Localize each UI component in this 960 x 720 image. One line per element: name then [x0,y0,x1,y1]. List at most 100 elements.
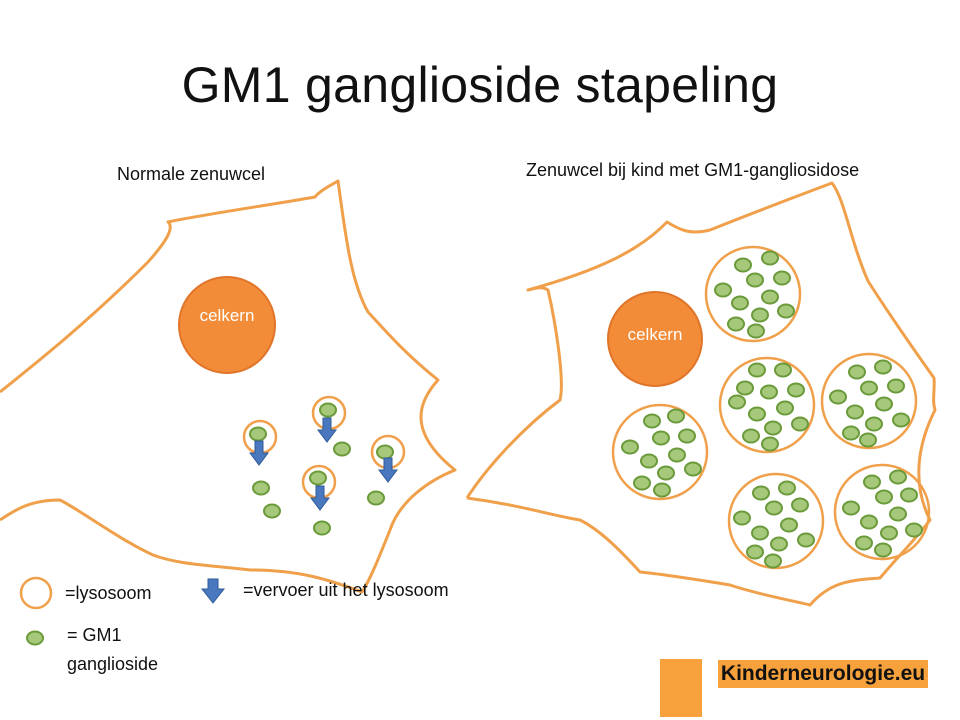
affected-neuron: celkern [465,181,937,607]
affected-neuron-membrane [465,181,937,607]
ganglioside [761,250,779,266]
ganglioside [748,406,766,422]
ganglioside [764,553,782,569]
swollen-lysosome [718,356,816,454]
ganglioside [859,432,877,448]
ganglioside [684,461,702,477]
ganglioside [252,480,270,496]
ganglioside [668,447,686,463]
legend-ganglioside-icon [26,630,44,646]
ganglioside [657,465,675,481]
ganglioside [747,323,765,339]
ganglioside [865,416,883,432]
ganglioside [791,416,809,432]
ganglioside [773,270,791,286]
ganglioside [333,441,351,457]
ganglioside [787,382,805,398]
ganglioside [764,420,782,436]
ganglioside [774,362,792,378]
ganglioside [621,439,639,455]
ganglioside [791,497,809,513]
ganglioside [731,295,749,311]
ganglioside [376,444,394,460]
ganglioside [889,469,907,485]
ganglioside [640,453,658,469]
ganglioside [714,282,732,298]
swollen-lysosome [820,352,918,450]
ganglioside [842,425,860,441]
ganglioside [367,490,385,506]
ganglioside [748,362,766,378]
ganglioside [846,404,864,420]
normal-nucleus-label: celkern [200,306,255,325]
ganglioside [633,475,651,491]
ganglioside [855,535,873,551]
ganglioside [829,389,847,405]
ganglioside [728,394,746,410]
ganglioside [760,384,778,400]
ganglioside [776,400,794,416]
transport-arrow [249,440,269,466]
legend-lysosome-icon [19,576,53,610]
ganglioside [874,359,892,375]
ganglioside [313,520,331,536]
ganglioside [652,430,670,446]
legend-lysosome-label: =lysosoom [65,583,152,603]
ganglioside [880,525,898,541]
ganglioside [875,489,893,505]
ganglioside [653,482,671,498]
ganglioside [860,514,878,530]
ganglioside [761,436,779,452]
ganglioside [860,380,878,396]
ganglioside [751,307,769,323]
ganglioside [746,272,764,288]
ganglioside [905,522,923,538]
ganglioside [863,474,881,490]
transport-arrow [317,417,337,443]
ganglioside [751,525,769,541]
affected-nucleus-label: celkern [628,325,683,344]
ganglioside [734,257,752,273]
normal-neuron-membrane [0,179,457,594]
ganglioside [736,380,754,396]
ganglioside [746,544,764,560]
normal-cell-heading: Normale zenuwcel [117,164,266,184]
legend-transport-label: =vervoer uit het lysosoom [243,580,449,600]
ganglioside [797,532,815,548]
ganglioside [319,402,337,418]
ganglioside [887,378,905,394]
ganglioside [263,503,281,519]
ganglioside [777,303,795,319]
swollen-lysosome [611,403,709,501]
swollen-lysosome [704,245,802,343]
ganglioside [875,396,893,412]
ganglioside [842,500,860,516]
ganglioside [733,510,751,526]
affected-nucleus [607,291,703,387]
ganglioside [761,289,779,305]
ganglioside [778,480,796,496]
ganglioside [667,408,685,424]
ganglioside [770,536,788,552]
transport-arrow [310,485,330,511]
brand-logo [660,659,702,717]
ganglioside [765,500,783,516]
ganglioside [848,364,866,380]
ganglioside [249,426,267,442]
ganglioside [678,428,696,444]
ganglioside [874,542,892,558]
ganglioside [742,428,760,444]
legend-ganglioside-label-line2: ganglioside [67,654,159,674]
transport-arrow [378,457,398,483]
ganglioside [309,470,327,486]
normal-nucleus [178,276,276,374]
ganglioside [780,517,798,533]
ganglioside [727,316,745,332]
ganglioside [643,413,661,429]
slide-title: GM1 ganglioside stapeling [181,57,779,113]
legend-transport-arrow-icon [200,578,226,604]
affected-cell-heading: Zenuwcel bij kind met GM1-gangliosidose [526,160,860,180]
normal-neuron: celkern [0,179,457,594]
